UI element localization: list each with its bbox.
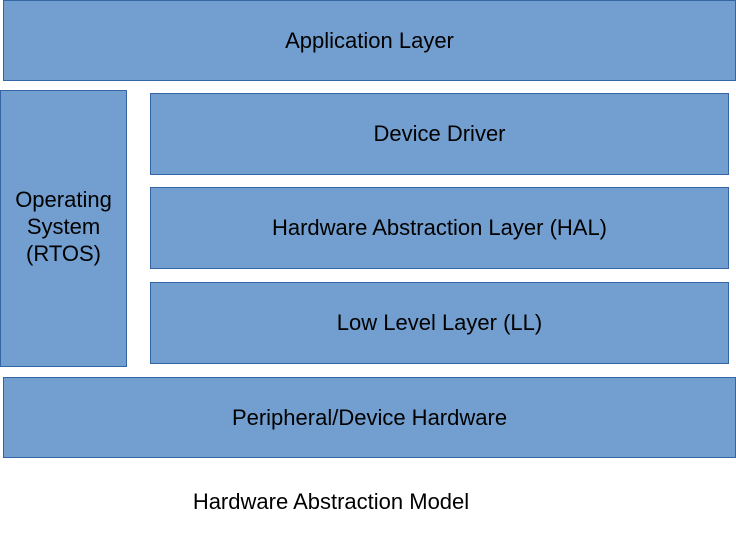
device-driver-block: Device Driver — [150, 93, 729, 175]
operating-system-block: Operating System (RTOS) — [0, 90, 127, 367]
operating-system-label-line3: (RTOS) — [26, 241, 101, 266]
diagram-caption: Hardware Abstraction Model — [192, 489, 470, 514]
application-layer-label: Application Layer — [285, 27, 454, 53]
operating-system-label-line2: System — [26, 214, 101, 239]
operating-system-label: Operating System (RTOS) — [15, 186, 112, 271]
application-layer-block: Application Layer — [3, 0, 736, 81]
peripheral-hardware-block: Peripheral/Device Hardware — [3, 377, 736, 458]
low-level-layer-block: Low Level Layer (LL) — [150, 282, 729, 364]
hal-block: Hardware Abstraction Layer (HAL) — [150, 187, 729, 269]
operating-system-label-line1: Operating — [15, 187, 112, 212]
peripheral-hardware-label: Peripheral/Device Hardware — [231, 404, 508, 430]
low-level-layer-label: Low Level Layer (LL) — [336, 310, 543, 335]
hal-label: Hardware Abstraction Layer (HAL) — [271, 215, 608, 240]
device-driver-label: Device Driver — [373, 121, 506, 146]
